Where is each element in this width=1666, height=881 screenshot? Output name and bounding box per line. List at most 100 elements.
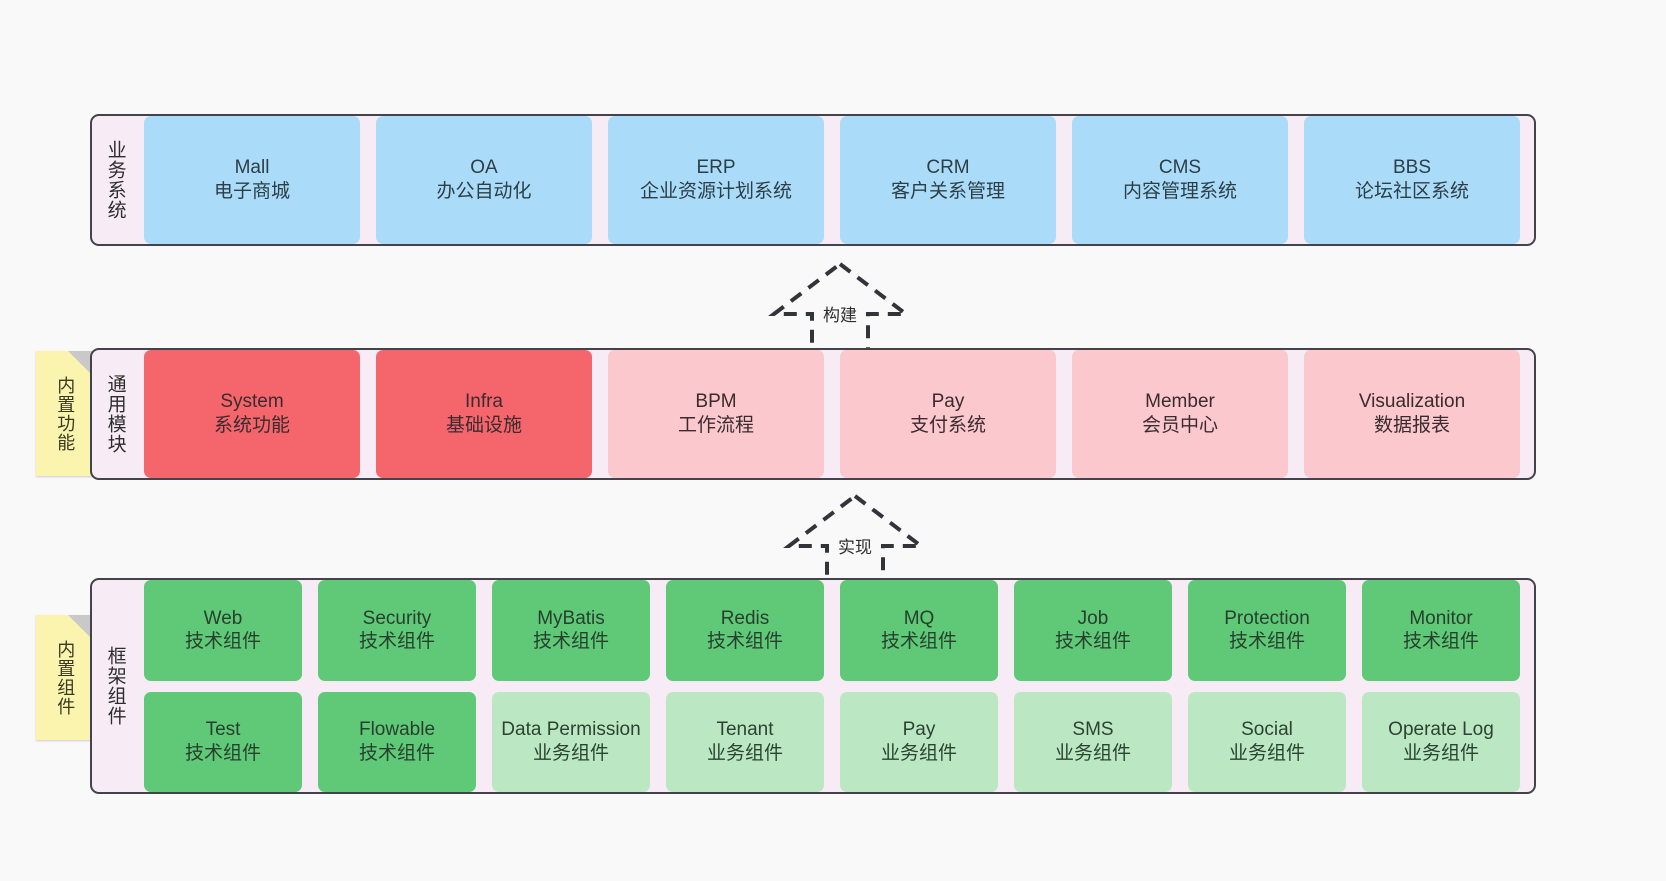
node-visualization[interactable]: Visualization 数据报表 [1304, 350, 1520, 478]
node-tenant[interactable]: Tenant 业务组件 [666, 691, 824, 792]
box-row: System 系统功能 Infra 基础设施 BPM 工作流程 Pay 支付系统… [144, 350, 1520, 478]
node-flowable[interactable]: Flowable 技术组件 [318, 691, 476, 792]
node-title: Tenant [716, 719, 774, 741]
node-title: Pay [902, 719, 936, 741]
node-pay-component[interactable]: Pay 业务组件 [840, 691, 998, 792]
node-subtitle: 技术组件 [184, 631, 261, 653]
node-subtitle: 基础设施 [445, 415, 522, 436]
node-subtitle: 技术组件 [184, 742, 261, 764]
node-title: Security [362, 607, 432, 629]
node-subtitle: 支付系统 [909, 415, 986, 436]
node-monitor[interactable]: Monitor 技术组件 [1362, 580, 1520, 681]
node-mq[interactable]: MQ 技术组件 [840, 580, 998, 681]
node-subtitle: 业务组件 [1228, 742, 1305, 764]
node-subtitle: 会员中心 [1141, 415, 1218, 436]
node-title: Job [1077, 607, 1109, 629]
node-oa[interactable]: OA 办公自动化 [376, 116, 592, 244]
layer-business-systems: 业务系统 Mall 电子商城 OA 办公自动化 ERP 企业资源计划系统 CRM… [90, 114, 1536, 246]
node-mall[interactable]: Mall 电子商城 [144, 116, 360, 244]
node-subtitle: 业务组件 [880, 742, 957, 764]
sticky-fold-icon [68, 351, 94, 377]
node-title: Visualization [1358, 391, 1466, 413]
node-bpm[interactable]: BPM 工作流程 [608, 350, 824, 478]
node-subtitle: 技术组件 [706, 631, 783, 653]
node-title: Test [205, 719, 241, 741]
box-row: Web 技术组件 Security 技术组件 MyBatis 技术组件 Redi… [144, 580, 1520, 681]
node-test[interactable]: Test 技术组件 [144, 691, 302, 792]
node-title: Mall [234, 157, 270, 179]
node-title: Redis [720, 607, 770, 629]
node-title: CRM [926, 157, 970, 179]
node-crm[interactable]: CRM 客户关系管理 [840, 116, 1056, 244]
node-redis[interactable]: Redis 技术组件 [666, 580, 824, 681]
sticky-note-builtin-features: 内置功能 [36, 351, 94, 476]
node-subtitle: 技术组件 [358, 631, 435, 653]
node-pay-module[interactable]: Pay 支付系统 [840, 350, 1056, 478]
layer-title-common-modules: 通用模块 [104, 374, 126, 454]
layer-framework-components: 框架组件 Web 技术组件 Security 技术组件 MyBatis 技术组件… [90, 578, 1536, 794]
node-title: BBS [1392, 157, 1432, 179]
node-subtitle: 业务组件 [1402, 742, 1479, 764]
node-subtitle: 电子商城 [213, 181, 290, 202]
node-protection[interactable]: Protection 技术组件 [1188, 580, 1346, 681]
node-subtitle: 业务组件 [532, 742, 609, 764]
node-title: Data Permission [501, 719, 641, 741]
node-job[interactable]: Job 技术组件 [1014, 580, 1172, 681]
node-subtitle: 工作流程 [677, 415, 754, 436]
layer-title-framework-components: 框架组件 [104, 646, 126, 726]
node-sms[interactable]: SMS 业务组件 [1014, 691, 1172, 792]
node-subtitle: 论坛社区系统 [1354, 181, 1469, 202]
layer-common-modules: 通用模块 System 系统功能 Infra 基础设施 BPM 工作流程 Pay… [90, 348, 1536, 480]
node-title: Social [1241, 719, 1293, 741]
node-infra[interactable]: Infra 基础设施 [376, 350, 592, 478]
node-social[interactable]: Social 业务组件 [1188, 691, 1346, 792]
node-title: CMS [1158, 157, 1202, 179]
node-subtitle: 业务组件 [1054, 742, 1131, 764]
node-subtitle: 技术组件 [358, 742, 435, 764]
node-title: MyBatis [537, 607, 605, 629]
node-title: OA [470, 157, 498, 179]
node-subtitle: 数据报表 [1373, 415, 1450, 436]
node-title: Web [203, 607, 243, 629]
node-mybatis[interactable]: MyBatis 技术组件 [492, 580, 650, 681]
node-member[interactable]: Member 会员中心 [1072, 350, 1288, 478]
layer-body-framework-components: Web 技术组件 Security 技术组件 MyBatis 技术组件 Redi… [138, 580, 1534, 792]
node-title: Member [1145, 391, 1215, 413]
node-data-permission[interactable]: Data Permission 业务组件 [492, 691, 650, 792]
node-subtitle: 技术组件 [880, 631, 957, 653]
node-title: Monitor [1409, 607, 1473, 629]
node-subtitle: 业务组件 [706, 742, 783, 764]
node-subtitle: 系统功能 [213, 415, 290, 436]
node-subtitle: 内容管理系统 [1122, 181, 1237, 202]
sticky-fold-icon [68, 615, 94, 641]
node-subtitle: 技术组件 [1402, 631, 1479, 653]
node-bbs[interactable]: BBS 论坛社区系统 [1304, 116, 1520, 244]
node-title: Infra [464, 391, 504, 413]
node-web[interactable]: Web 技术组件 [144, 580, 302, 681]
node-title: BPM [695, 391, 737, 413]
node-title: SMS [1072, 719, 1114, 741]
layer-body-business-systems: Mall 电子商城 OA 办公自动化 ERP 企业资源计划系统 CRM 客户关系… [138, 116, 1534, 244]
layer-body-common-modules: System 系统功能 Infra 基础设施 BPM 工作流程 Pay 支付系统… [138, 350, 1534, 478]
node-title: ERP [696, 157, 736, 179]
node-cms[interactable]: CMS 内容管理系统 [1072, 116, 1288, 244]
node-operate-log[interactable]: Operate Log 业务组件 [1362, 691, 1520, 792]
box-row: Mall 电子商城 OA 办公自动化 ERP 企业资源计划系统 CRM 客户关系… [144, 116, 1520, 244]
sticky-note-builtin-components: 内置组件 [36, 615, 94, 740]
node-subtitle: 企业资源计划系统 [639, 181, 792, 202]
box-row: Test 技术组件 Flowable 技术组件 Data Permission … [144, 691, 1520, 792]
node-title: Pay [931, 391, 965, 413]
connector-realize-label: 实现 [838, 538, 872, 557]
node-security[interactable]: Security 技术组件 [318, 580, 476, 681]
connector-build: 构建 [760, 258, 920, 354]
node-subtitle: 技术组件 [1054, 631, 1131, 653]
node-title: System [220, 391, 284, 413]
node-title: Protection [1224, 607, 1310, 629]
node-subtitle: 技术组件 [532, 631, 609, 653]
node-subtitle: 技术组件 [1228, 631, 1305, 653]
connector-build-label: 构建 [823, 306, 857, 325]
node-erp[interactable]: ERP 企业资源计划系统 [608, 116, 824, 244]
node-system[interactable]: System 系统功能 [144, 350, 360, 478]
node-subtitle: 办公自动化 [436, 181, 532, 202]
node-title: Operate Log [1388, 719, 1494, 741]
